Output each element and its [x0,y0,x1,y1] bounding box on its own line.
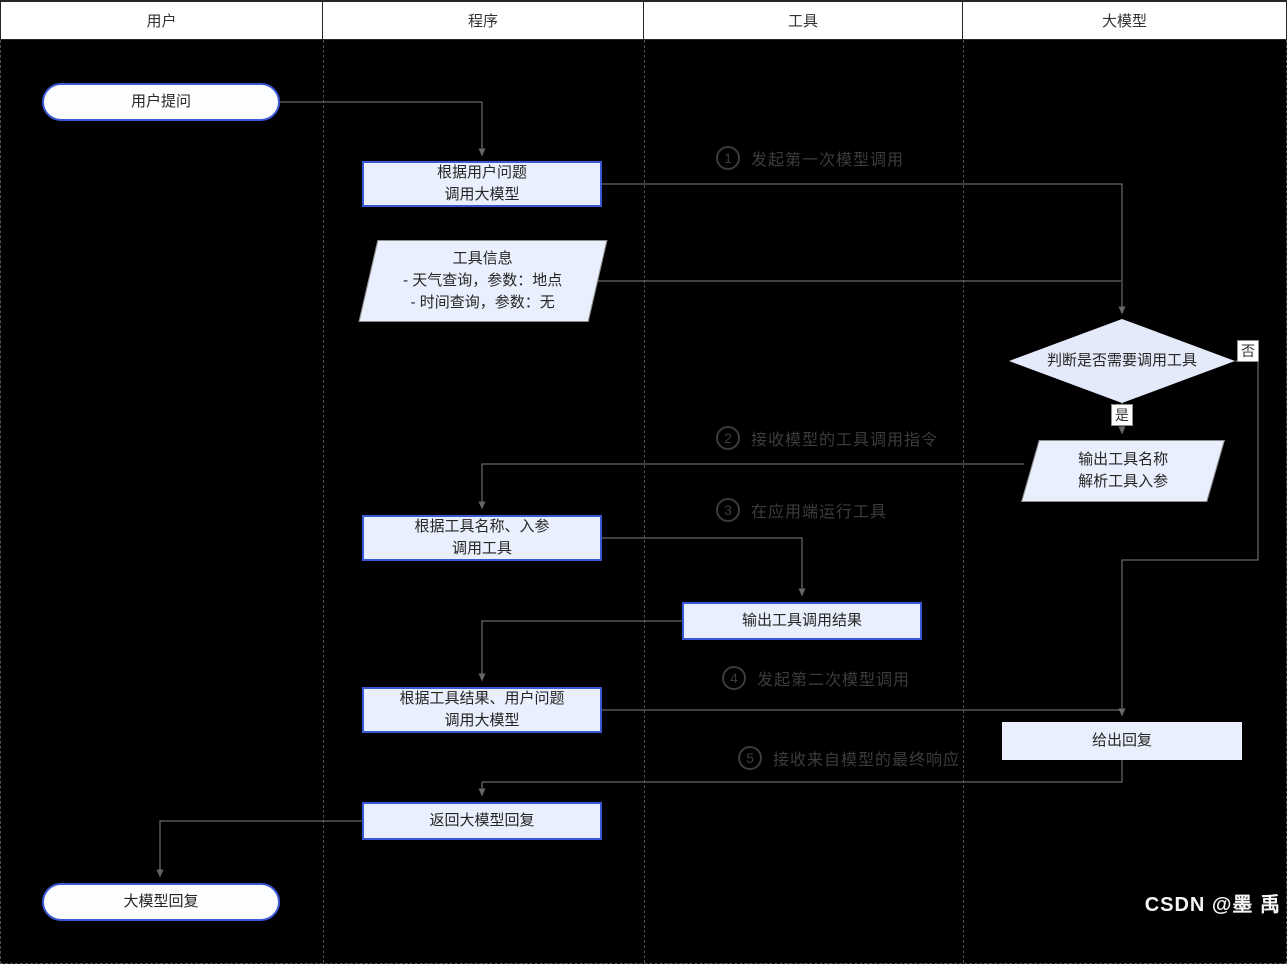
edge-decision-no [1118,360,1259,717]
lane-title: 工具 [787,13,818,30]
step-4-number: 4 [722,666,746,690]
step-1-number: 1 [716,146,740,170]
lane-title: 用户 [146,13,177,30]
step-1-label: 发起第一次模型调用 [751,152,905,169]
csdn-watermark: CSDN @墨 禹 [1144,894,1281,916]
lane-title: 程序 [467,13,498,30]
edge-givereply-to-returnreply [478,760,1123,797]
step-4-label: 发起第二次模型调用 [757,672,911,689]
branch-label-no: 否 [1237,340,1259,362]
node-model-reply: 大模型回复 [42,883,280,921]
lane-header-program: 程序 [322,2,643,39]
node-call-tool: 根据工具名称、入参 调用工具 [362,515,602,561]
edge-start-to-callmodel1 [280,101,486,157]
step-2: 2 接收模型的工具调用指令 [716,426,938,450]
step-3-label: 在应用端运行工具 [751,504,888,521]
edge-callmodel1-to-decision [602,183,1126,315]
step-1: 1 发起第一次模型调用 [716,146,904,170]
step-3-number: 3 [716,498,740,522]
lane-separator [963,40,964,963]
node-call-model-first: 根据用户问题 调用大模型 [362,161,602,207]
step-5: 5 接收来自模型的最终响应 [738,746,960,770]
node-call-model-second: 根据工具结果、用户问题 调用大模型 [362,687,602,733]
node-tool-result: 输出工具调用结果 [682,602,922,640]
step-3: 3 在应用端运行工具 [716,498,887,522]
edge-toolname-to-calltool [478,463,1024,510]
step-5-label: 接收来自模型的最终响应 [773,752,961,769]
lane-header-row: 用户 程序 工具 大模型 [0,0,1287,40]
node-return-reply: 返回大模型回复 [362,802,602,840]
node-user-question: 用户提问 [42,83,280,121]
step-4: 4 发起第二次模型调用 [722,666,910,690]
branch-label-yes: 是 [1111,404,1133,426]
node-output-tool-name: 输出工具名称 解析工具入参 [1021,440,1225,502]
node-give-reply: 给出回复 [1002,722,1242,760]
lane-separator [644,40,645,963]
edge-returnreply-to-end [156,820,362,878]
lane-header-tool: 工具 [643,2,962,39]
step-2-number: 2 [716,426,740,450]
step-2-label: 接收模型的工具调用指令 [751,432,939,449]
edge-calltool-to-toolresult [602,537,806,597]
lane-title: 大模型 [1101,13,1147,30]
edge-toolresult-to-callmodel2 [478,620,682,682]
step-5-number: 5 [738,746,762,770]
lane-separator [323,40,324,963]
node-tool-info: 工具信息 - 天气查询，参数：地点 - 时间查询，参数：无 [358,240,608,322]
lane-header-user: 用户 [0,2,322,39]
